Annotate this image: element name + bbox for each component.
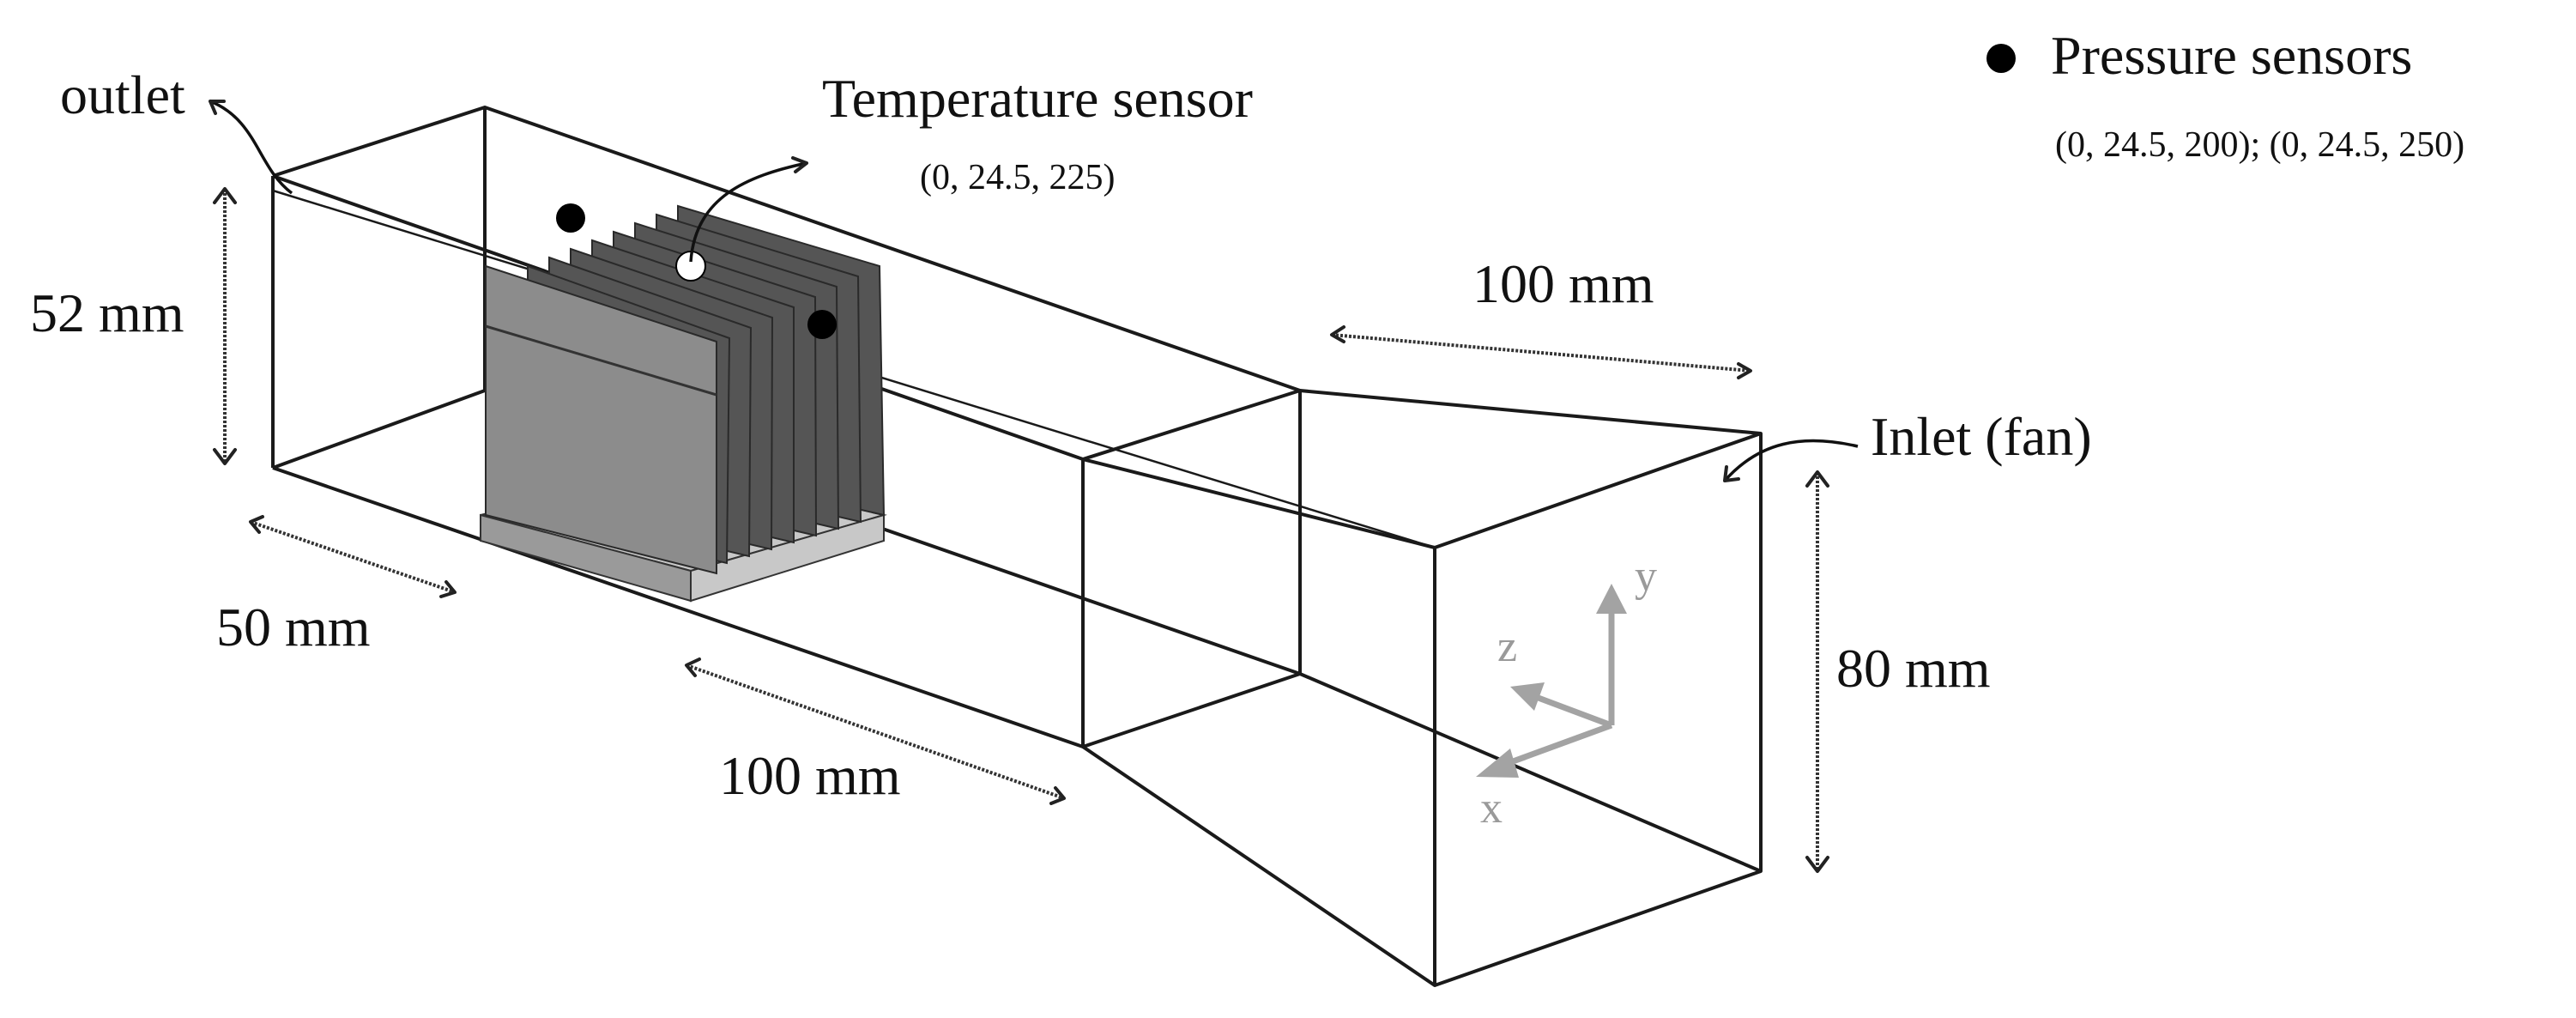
temperature-sensor-label: Temperature sensor bbox=[822, 68, 1253, 129]
dim-52-arrowheads bbox=[213, 187, 237, 465]
pressure-sensor-legend-marker bbox=[1986, 44, 2016, 73]
z-axis-line bbox=[1534, 694, 1613, 729]
dim-52-label: 52 mm bbox=[30, 282, 184, 343]
outlet-leader-arrowhead bbox=[209, 100, 226, 115]
transition-top-front-edge bbox=[1082, 457, 1436, 549]
heat-sink-base-side bbox=[690, 513, 885, 603]
z-axis-label: z bbox=[1497, 622, 1517, 671]
transition-bottom-back-edge bbox=[1299, 672, 1762, 873]
temperature-sensor-coords: (0, 24.5, 225) bbox=[920, 158, 1115, 197]
x-axis-label: x bbox=[1480, 784, 1503, 833]
dim-80-arrowheads bbox=[1805, 470, 1829, 873]
duct-wireframe bbox=[271, 106, 1763, 987]
inlet-face-edges bbox=[1433, 432, 1763, 987]
dim-100-top-label: 100 mm bbox=[1472, 253, 1654, 314]
dim-100-bottom-arrowheads bbox=[685, 657, 1066, 805]
pressure-sensor-marker-1 bbox=[556, 203, 585, 233]
temperature-leader bbox=[689, 161, 807, 263]
inlet-leader bbox=[1723, 439, 1859, 482]
heat-sink bbox=[480, 204, 887, 603]
heat-sink-front-fin-line bbox=[485, 324, 717, 397]
x-axis-arrowhead bbox=[1476, 748, 1519, 778]
inlet-leader-arrowhead bbox=[1723, 465, 1740, 482]
dim-100-top-line bbox=[1331, 333, 1751, 373]
duct-centre-line-bottom bbox=[272, 466, 1084, 748]
transition-top-back-edge bbox=[1299, 389, 1762, 435]
y-axis-label: y bbox=[1635, 552, 1657, 601]
y-axis-arrowhead bbox=[1596, 584, 1627, 614]
leader-lines bbox=[209, 100, 1859, 482]
x-axis-line bbox=[1504, 722, 1613, 767]
z-axis-arrowhead bbox=[1510, 682, 1545, 711]
coordinate-axes: y z x bbox=[1476, 552, 1657, 833]
temperature-leader-arrowhead bbox=[791, 156, 808, 173]
dim-100-bottom-label: 100 mm bbox=[719, 745, 901, 806]
dim-50-arrowheads bbox=[249, 515, 457, 598]
outlet-label: outlet bbox=[60, 64, 185, 125]
dim-100-top-arrowheads bbox=[1330, 325, 1752, 379]
transition-bottom-front-edge bbox=[1081, 745, 1436, 987]
sensors bbox=[556, 203, 837, 339]
text-labels: outlet Temperature sensor (0, 24.5, 225)… bbox=[30, 25, 2464, 806]
pressure-sensor-marker-2 bbox=[807, 310, 837, 339]
outlet-leader bbox=[209, 100, 293, 195]
dim-100-bottom-line bbox=[686, 664, 1065, 800]
dimension-arrows bbox=[213, 187, 1829, 873]
dim-50-label: 50 mm bbox=[216, 597, 371, 657]
dim-80-label: 80 mm bbox=[1836, 638, 1991, 699]
dim-50-line bbox=[250, 520, 456, 594]
pressure-sensors-coords: (0, 24.5, 200); (0, 24.5, 250) bbox=[2055, 125, 2464, 165]
pressure-sensors-label: Pressure sensors bbox=[2051, 25, 2412, 86]
inlet-label: Inlet (fan) bbox=[1871, 406, 2092, 467]
